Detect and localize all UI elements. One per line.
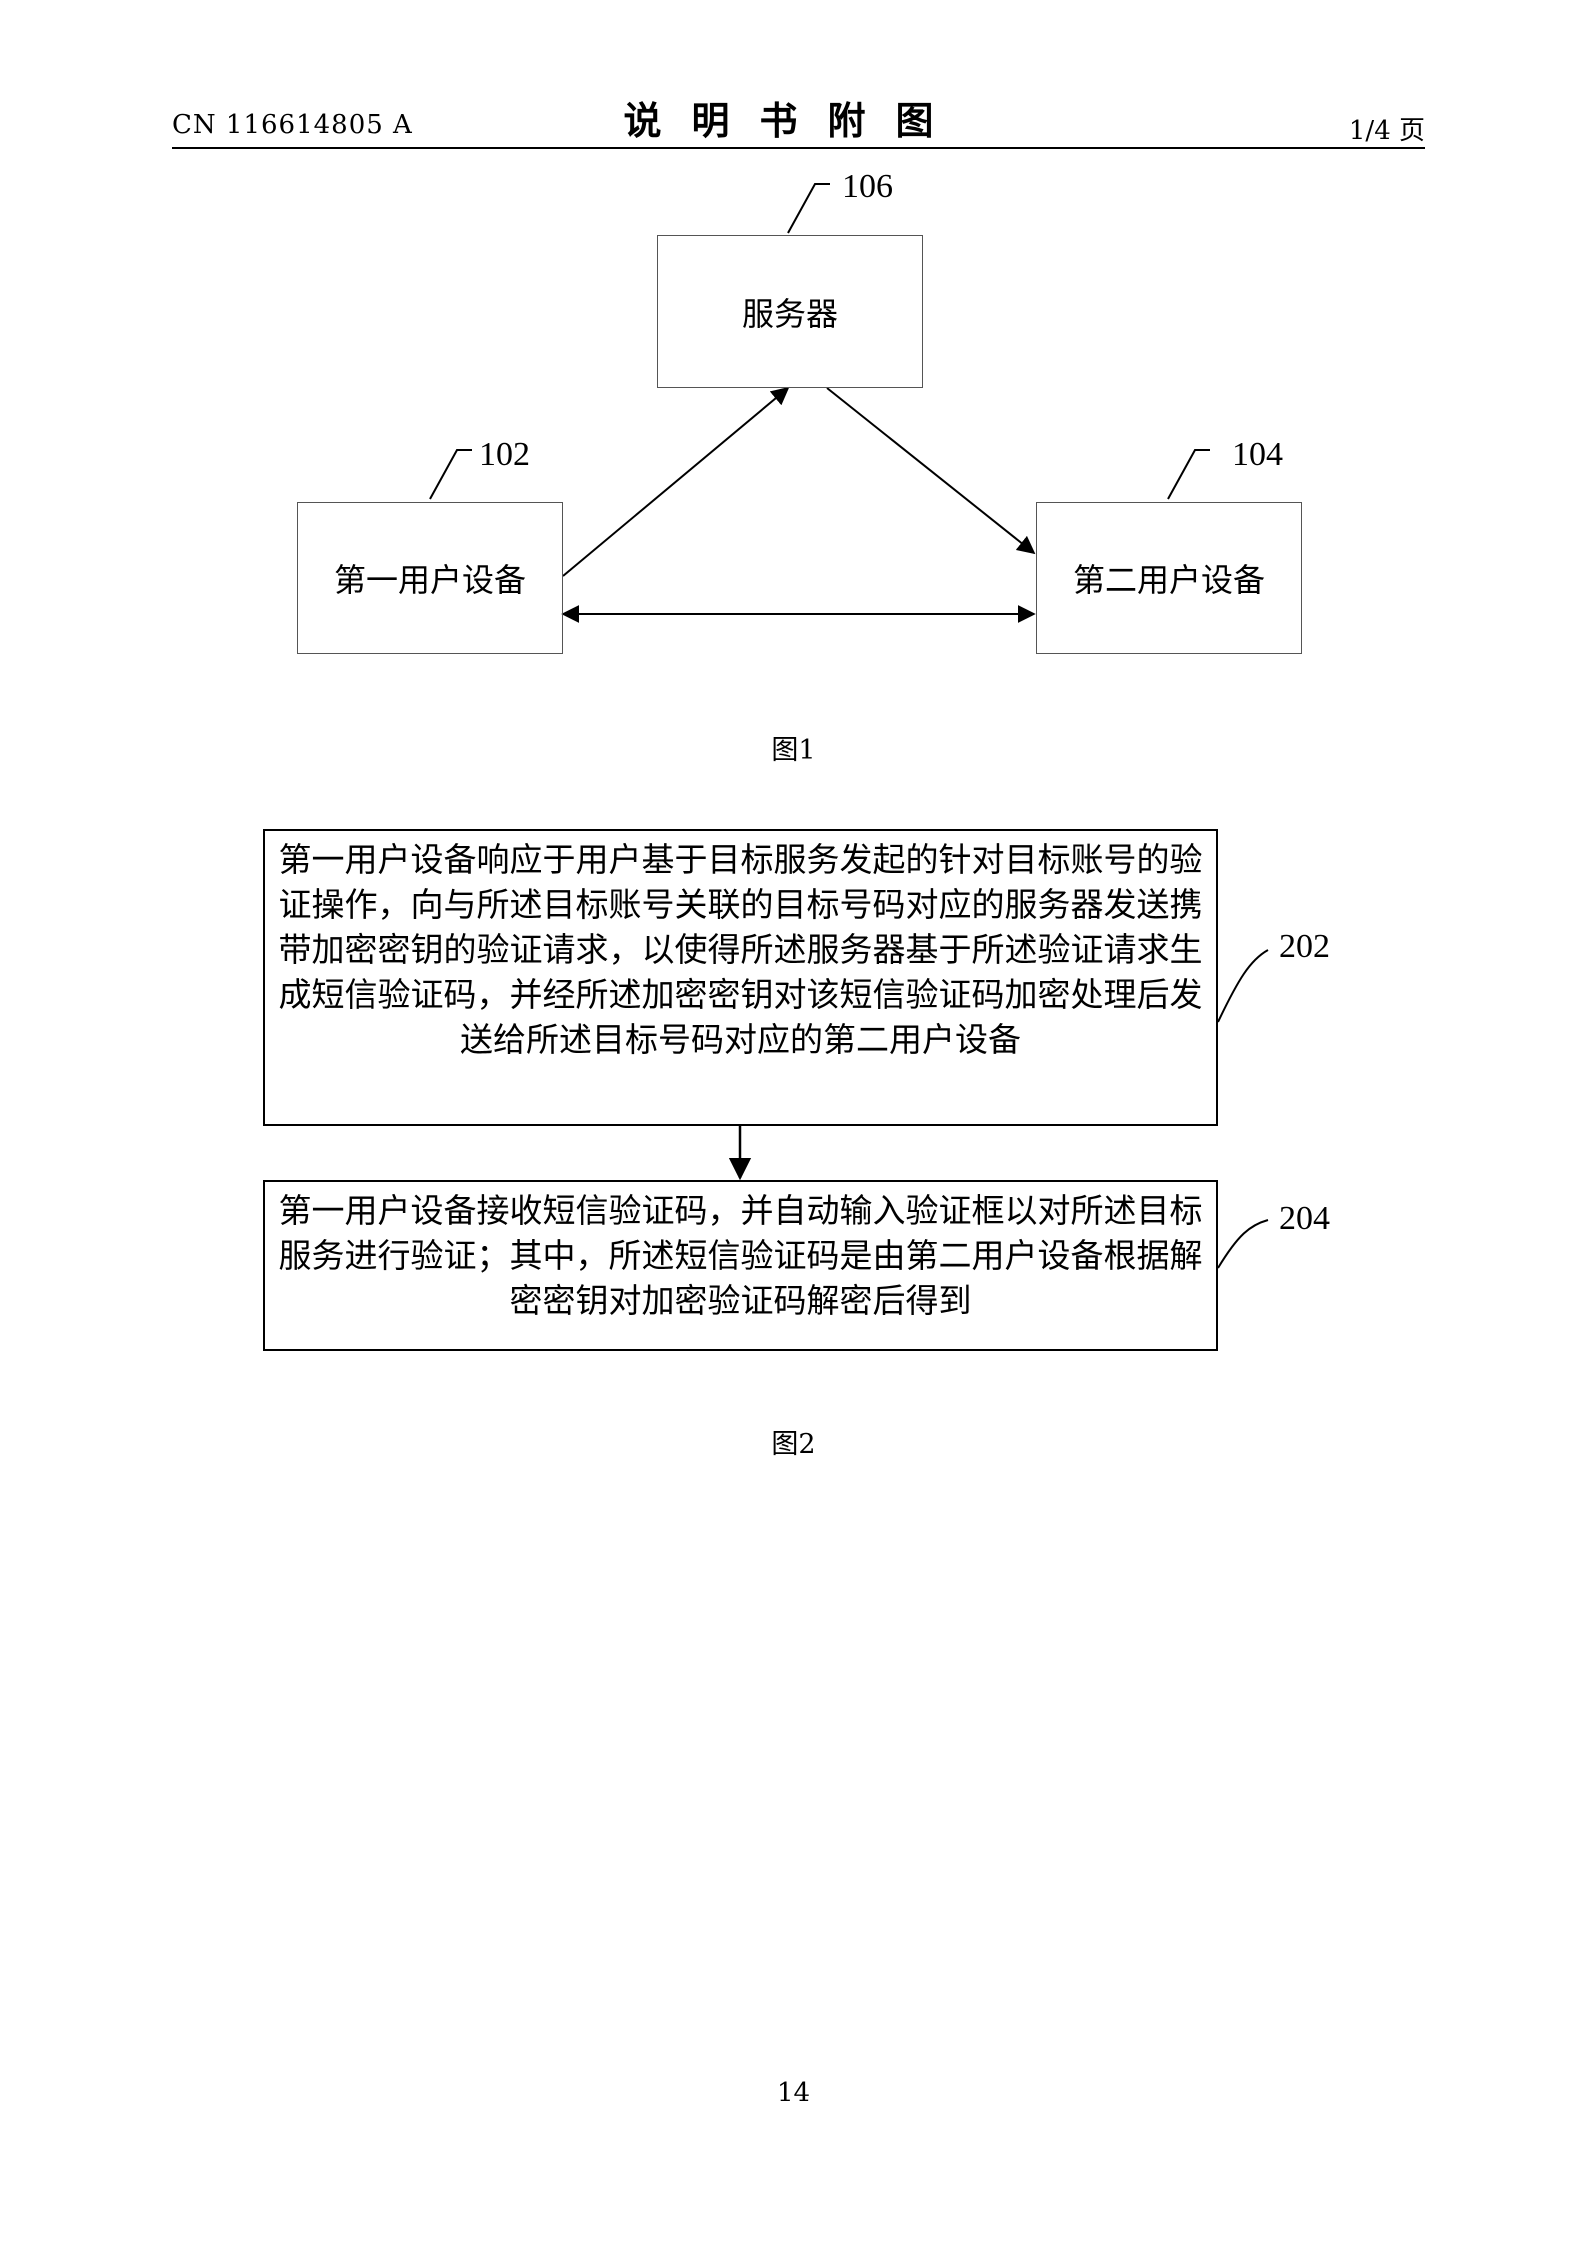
- first-device-ref-number: 102: [479, 436, 530, 473]
- page-number: 14: [776, 2078, 811, 2108]
- publication-number: CN 116614805 A: [172, 110, 413, 140]
- ref-leader-104: [1167, 449, 1210, 500]
- arrow-first-to-server: [562, 386, 790, 577]
- ref-leader-106: [787, 183, 830, 234]
- server-label: 服务器: [741, 294, 838, 333]
- flow-step-2-box: 第一用户设备接收短信验证码，并自动输入验证框以对所述目标服务进行验证；其中，所述…: [263, 1180, 1218, 1351]
- header-divider: [172, 147, 1425, 149]
- arrow-server-to-second: [826, 387, 1036, 555]
- second-device-ref-number: 104: [1232, 436, 1283, 473]
- server-ref-number: 106: [842, 168, 893, 205]
- figure1-caption: 图1: [771, 735, 816, 766]
- flow-step-1-ref: 202: [1279, 928, 1330, 965]
- ref-leader-102: [429, 449, 472, 500]
- second-device-box: 第二用户设备: [1036, 502, 1302, 654]
- page-title: 说明书附图: [623, 98, 964, 143]
- flow-step-1-text: 第一用户设备响应于用户基于目标服务发起的针对目标账号的验证操作，向与所述目标账号…: [278, 840, 1203, 1059]
- server-box: 服务器: [657, 235, 923, 388]
- first-device-label: 第一用户设备: [333, 561, 526, 599]
- flow-step-2-text: 第一用户设备接收短信验证码，并自动输入验证框以对所述目标服务进行验证；其中，所述…: [278, 1191, 1203, 1320]
- ref-leader-202: [1217, 949, 1269, 1023]
- figure2-caption: 图2: [771, 1429, 816, 1460]
- second-device-label: 第二用户设备: [1072, 561, 1265, 599]
- page-indicator: 1/4 页: [1348, 116, 1425, 146]
- flow-step-1-box: 第一用户设备响应于用户基于目标服务发起的针对目标账号的验证操作，向与所述目标账号…: [263, 829, 1218, 1126]
- first-device-box: 第一用户设备: [297, 502, 563, 654]
- flow-step-2-ref: 204: [1279, 1200, 1330, 1237]
- ref-leader-204: [1217, 1219, 1269, 1269]
